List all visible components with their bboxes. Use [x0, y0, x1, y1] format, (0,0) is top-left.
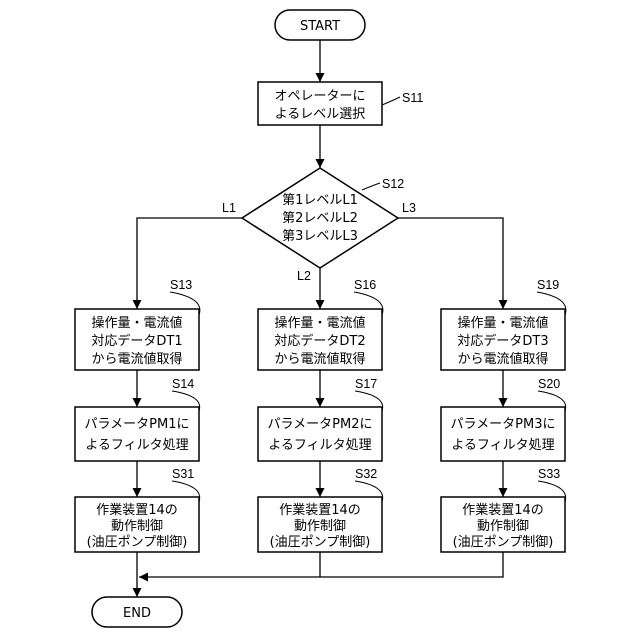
node-s12: 第1レベルL1 第2レベルL2 第3レベルL3 S12 L1 L2 L3: [222, 168, 416, 283]
edge-s33-merge: [139, 552, 503, 577]
s32-line-3: (油圧ポンプ制御): [270, 535, 371, 550]
start-label: START: [300, 19, 340, 34]
s13-line-2: 対応データDT1: [91, 333, 182, 349]
s17-line-2: よるフィルタ処理: [268, 438, 371, 453]
s12-line-1: 第1レベルL1: [282, 193, 358, 208]
branch-label-l2: L2: [297, 269, 311, 283]
s20-line-2: よるフィルタ処理: [451, 438, 554, 453]
s31-line-2: 動作制御: [111, 519, 163, 534]
edge-s12-s19: [398, 218, 503, 309]
s14-line-1: パラメータPM1に: [85, 417, 190, 432]
s33-line-2: 動作制御: [477, 519, 529, 534]
s32-step-label: S32: [355, 467, 377, 481]
s19-step-label: S19: [537, 278, 559, 292]
edge-s12-s13: [137, 218, 242, 309]
s11-step-label: S11: [402, 91, 423, 105]
s31-line-3: (油圧ポンプ制御): [87, 535, 188, 550]
s13-line-1: 操作量・電流値: [91, 315, 182, 331]
start-terminal: START: [275, 10, 365, 40]
s17-line-1: パラメータPM2に: [268, 417, 373, 432]
s19-line-3: から電流値取得: [457, 351, 548, 367]
s32-line-1: 作業装置14の: [279, 502, 361, 518]
s13-line-3: から電流値取得: [91, 351, 182, 367]
node-s11: オペレーターに よるレベル選択 S11: [258, 82, 423, 125]
s31-step-label: S31: [172, 467, 194, 481]
s12-line-2: 第2レベルL2: [282, 211, 358, 226]
s12-step-label: S12: [382, 177, 404, 191]
branch-label-l1: L1: [222, 201, 236, 215]
s11-line-2: よるレベル選択: [275, 107, 366, 122]
s14-step-label: S14: [172, 377, 194, 391]
s19-line-1: 操作量・電流値: [457, 315, 548, 331]
s20-line-1: パラメータPM3に: [451, 417, 556, 432]
s32-line-2: 動作制御: [294, 519, 346, 534]
s14-line-2: よるフィルタ処理: [85, 438, 188, 453]
s16-line-2: 対応データDT2: [274, 333, 365, 349]
leader-s12: [362, 183, 380, 190]
s16-line-3: から電流値取得: [274, 351, 365, 367]
s16-step-label: S16: [354, 278, 376, 292]
s31-line-1: 作業装置14の: [96, 502, 178, 518]
s17-step-label: S17: [355, 377, 377, 391]
s33-line-1: 作業装置14の: [462, 502, 544, 518]
s16-line-1: 操作量・電流値: [274, 315, 365, 331]
leader-s11: [382, 97, 400, 105]
s20-step-label: S20: [538, 377, 560, 391]
s33-line-3: (油圧ポンプ制御): [453, 535, 554, 550]
branch-label-l3: L3: [402, 201, 416, 215]
s11-line-1: オペレーターに: [274, 89, 365, 104]
s19-line-2: 対応データDT3: [457, 333, 548, 349]
end-label: END: [123, 606, 151, 621]
s13-step-label: S13: [170, 278, 192, 292]
end-terminal: END: [92, 597, 182, 627]
s33-step-label: S33: [538, 467, 560, 481]
s12-line-3: 第3レベルL3: [282, 229, 358, 244]
